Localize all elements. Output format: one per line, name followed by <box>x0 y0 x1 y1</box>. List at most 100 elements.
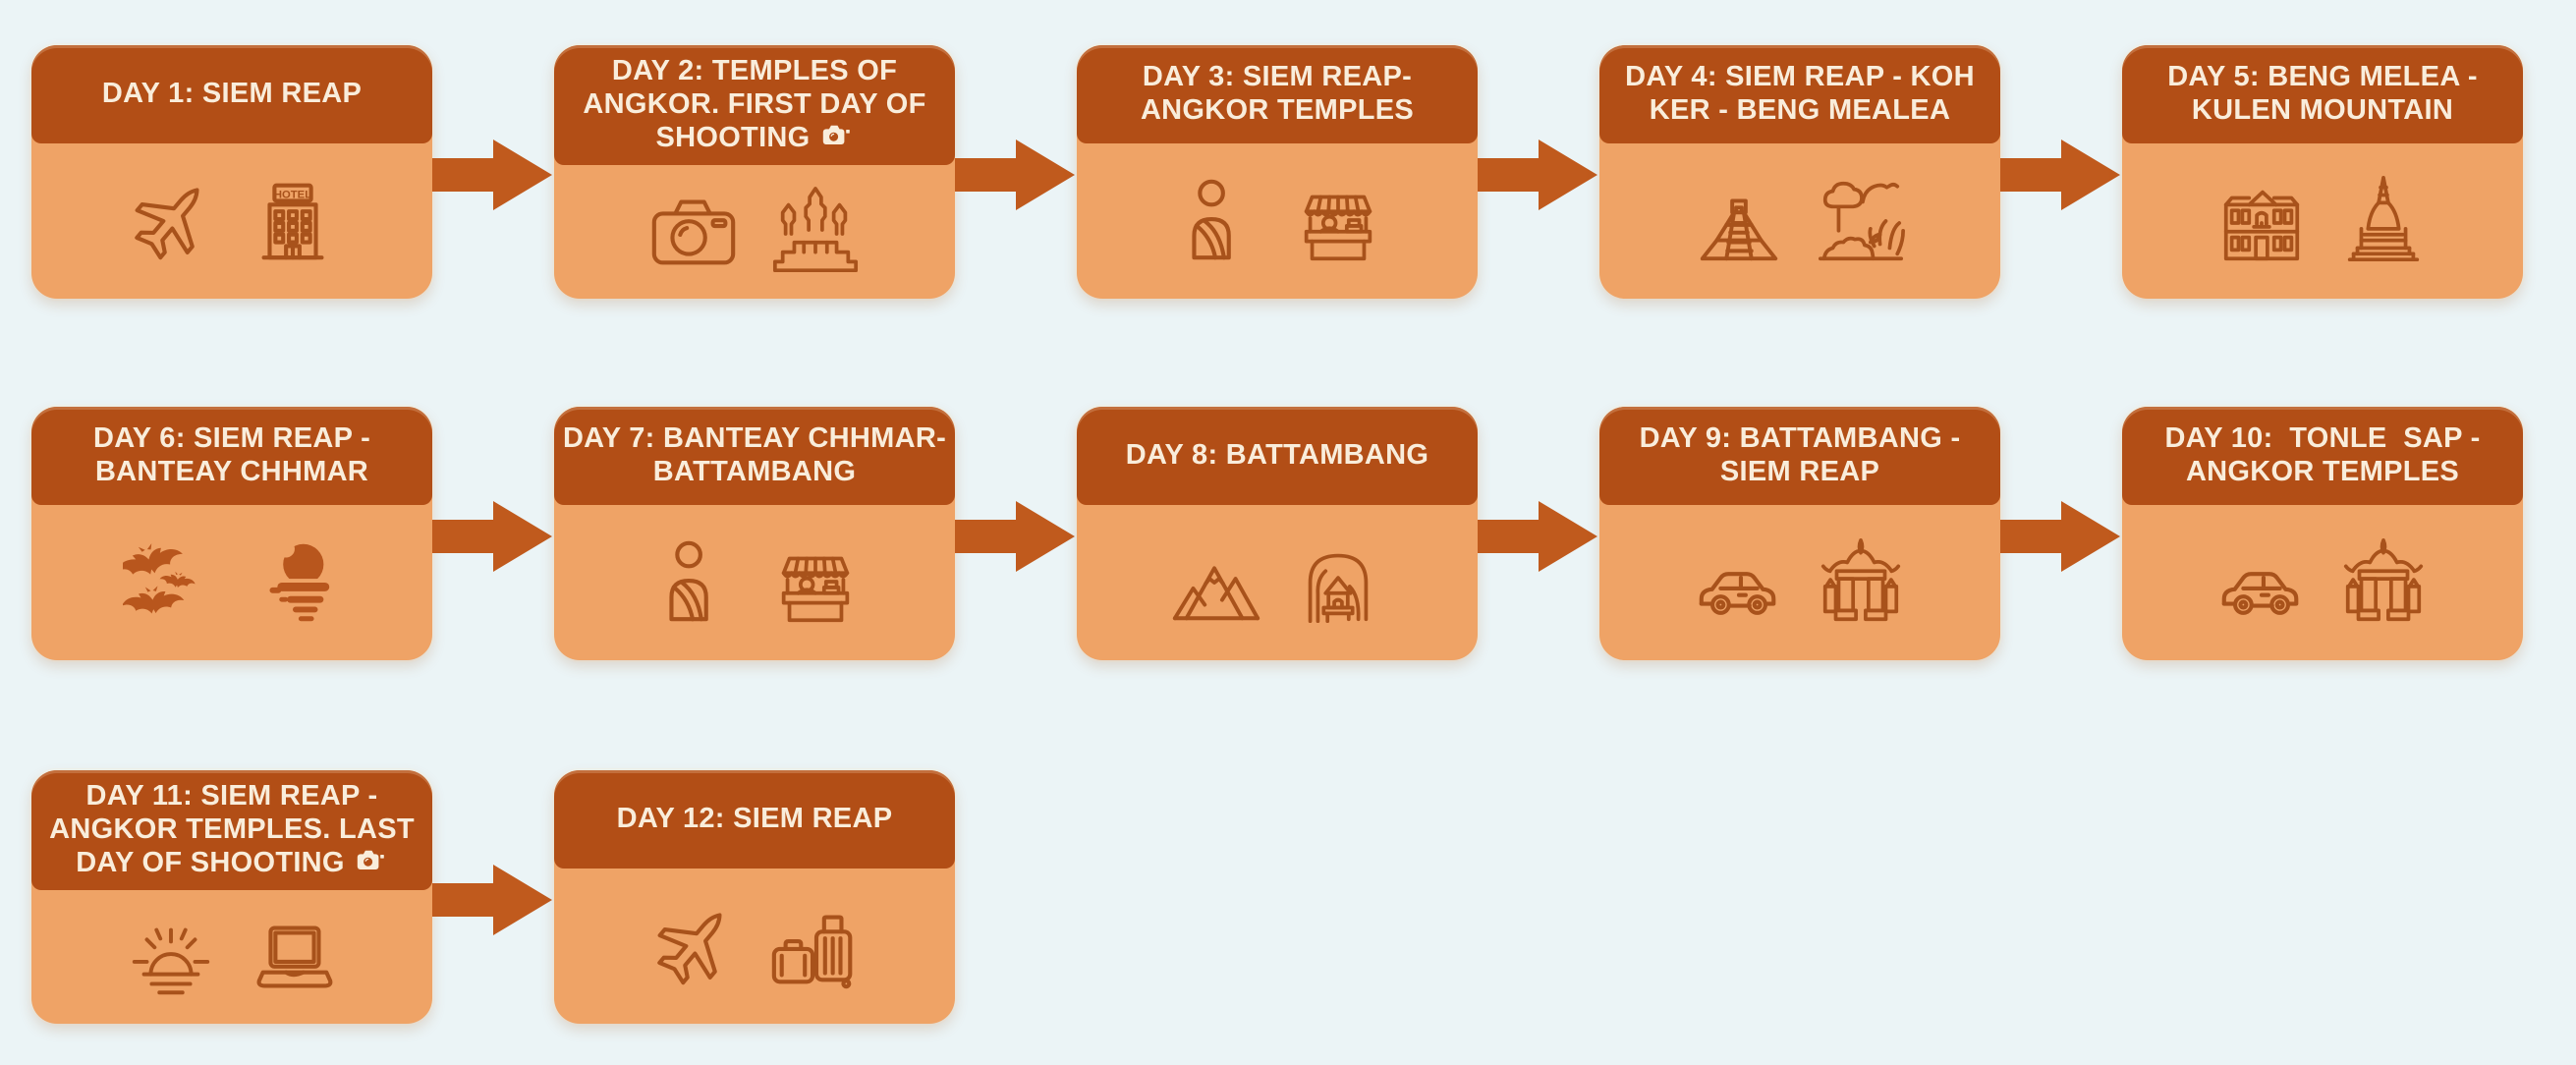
day-card-9: DAY 9: BATTAMBANG - SIEM REAP <box>1599 407 2000 660</box>
market-stall-icon <box>767 534 864 631</box>
itinerary-row-3: DAY 11: SIEM REAP - ANGKOR TEMPLES. LAST… <box>31 770 955 1024</box>
day-card-header: DAY 11: SIEM REAP - ANGKOR TEMPLES. LAST… <box>31 770 432 890</box>
day-card-11: DAY 11: SIEM REAP - ANGKOR TEMPLES. LAST… <box>31 770 432 1024</box>
day-card-body <box>554 869 955 1024</box>
day-card-header: DAY 3: SIEM REAP- ANGKOR TEMPLES <box>1077 45 1478 143</box>
flow-arrow <box>1478 407 1599 582</box>
day-title: DAY 6: SIEM REAP - BANTEAY CHHMAR <box>92 422 371 487</box>
day-title-wrap: DAY 2: TEMPLES OF ANGKOR. FIRST DAY OF S… <box>562 55 947 155</box>
day-card-header: DAY 8: BATTAMBANG <box>1077 407 1478 505</box>
day-title-wrap: DAY 6: SIEM REAP - BANTEAY CHHMAR <box>39 422 424 488</box>
day-title: DAY 10: TONLE SAP - ANGKOR TEMPLES <box>2164 422 2481 487</box>
itinerary-row-1: DAY 1: SIEM REAP DAY 2: TEMPLES OF ANGKO… <box>31 45 2523 299</box>
day-card-body <box>2122 505 2523 660</box>
day-title: DAY 5: BENG MELEA - KULEN MOUNTAIN <box>2167 61 2478 126</box>
day-card-body <box>554 505 955 660</box>
day-card-body <box>1077 143 1478 299</box>
day-title-wrap: DAY 5: BENG MELEA - KULEN MOUNTAIN <box>2130 61 2515 127</box>
day-title-wrap: DAY 10: TONLE SAP - ANGKOR TEMPLES <box>2130 422 2515 488</box>
arrow-right-icon <box>2000 140 2120 210</box>
colonial-house-icon <box>2213 173 2310 269</box>
arrow-right-icon <box>432 501 552 572</box>
day-title-wrap: DAY 11: SIEM REAP - ANGKOR TEMPLES. LAST… <box>39 780 424 880</box>
laptop-icon <box>245 909 341 1005</box>
flow-arrow <box>1478 45 1599 220</box>
day-title-wrap: DAY 9: BATTAMBANG - SIEM REAP <box>1607 422 1992 488</box>
flow-arrow <box>432 770 554 945</box>
day-title: DAY 3: SIEM REAP- ANGKOR TEMPLES <box>1140 61 1415 126</box>
day-card-body <box>1599 505 2000 660</box>
day-title: DAY 2: TEMPLES OF ANGKOR. FIRST DAY OF S… <box>583 55 926 154</box>
day-title-wrap: DAY 12: SIEM REAP <box>562 803 947 836</box>
day-card-1: DAY 1: SIEM REAP <box>31 45 432 299</box>
day-card-header: DAY 5: BENG MELEA - KULEN MOUNTAIN <box>2122 45 2523 143</box>
cave-temple-icon <box>1290 534 1386 631</box>
day-card-header: DAY 12: SIEM REAP <box>554 770 955 869</box>
day-title-wrap: DAY 1: SIEM REAP <box>39 78 424 111</box>
day-card-3: DAY 3: SIEM REAP- ANGKOR TEMPLES <box>1077 45 1478 299</box>
arrow-right-icon <box>1478 140 1597 210</box>
day-title-wrap: DAY 7: BANTEAY CHHMAR-BATTAMBANG <box>562 422 947 488</box>
day-card-body <box>31 890 432 1024</box>
day-card-header: DAY 4: SIEM REAP - KOH KER - BENG MEALEA <box>1599 45 2000 143</box>
step-pyramid-icon <box>1691 173 1787 269</box>
day-title: DAY 9: BATTAMBANG - SIEM REAP <box>1639 422 1961 487</box>
day-card-header: DAY 9: BATTAMBANG - SIEM REAP <box>1599 407 2000 505</box>
day-card-body <box>1077 505 1478 660</box>
day-card-body <box>31 505 432 660</box>
stupa-icon <box>2335 173 2432 269</box>
market-stall-icon <box>1290 173 1386 269</box>
flow-arrow <box>432 45 554 220</box>
camera-badge-icon <box>353 846 388 875</box>
day-card-header: DAY 10: TONLE SAP - ANGKOR TEMPLES <box>2122 407 2523 505</box>
arrow-right-icon <box>955 140 1075 210</box>
day-card-header: DAY 7: BANTEAY CHHMAR-BATTAMBANG <box>554 407 955 505</box>
day-card-5: DAY 5: BENG MELEA - KULEN MOUNTAIN <box>2122 45 2523 299</box>
day-card-body <box>31 143 432 299</box>
sunrise-icon <box>123 909 219 1005</box>
car-icon <box>2213 534 2310 631</box>
airplane-icon <box>645 898 742 994</box>
day-card-8: DAY 8: BATTAMBANG <box>1077 407 1478 660</box>
flow-arrow <box>2000 45 2122 220</box>
day-card-header: DAY 6: SIEM REAP - BANTEAY CHHMAR <box>31 407 432 505</box>
day-title: DAY 4: SIEM REAP - KOH KER - BENG MEALEA <box>1625 61 1975 126</box>
temple-gate-icon <box>1813 534 1909 631</box>
day-card-body <box>554 165 955 299</box>
sunset-water-icon <box>245 534 341 631</box>
bats-icon <box>123 534 219 631</box>
arrow-right-icon <box>2000 501 2120 572</box>
arrow-right-icon <box>955 501 1075 572</box>
day-title-wrap: DAY 3: SIEM REAP- ANGKOR TEMPLES <box>1085 61 1470 127</box>
day-card-body <box>2122 143 2523 299</box>
day-title-wrap: DAY 8: BATTAMBANG <box>1085 439 1470 473</box>
jungle-icon <box>1813 173 1909 269</box>
day-title-wrap: DAY 4: SIEM REAP - KOH KER - BENG MEALEA <box>1607 61 1992 127</box>
arrow-right-icon <box>1478 501 1597 572</box>
hotel-building-icon <box>245 173 341 269</box>
luggage-icon <box>767 898 864 994</box>
itinerary-row-2: DAY 6: SIEM REAP - BANTEAY CHHMAR DAY 7:… <box>31 407 2523 660</box>
flow-arrow <box>955 407 1077 582</box>
day-card-body <box>1599 143 2000 299</box>
angkor-temple-icon <box>767 184 864 280</box>
day-card-header: DAY 2: TEMPLES OF ANGKOR. FIRST DAY OF S… <box>554 45 955 165</box>
day-title: DAY 1: SIEM REAP <box>101 78 363 110</box>
day-card-12: DAY 12: SIEM REAP <box>554 770 955 1024</box>
car-icon <box>1691 534 1787 631</box>
camera-icon <box>645 184 742 280</box>
day-card-4: DAY 4: SIEM REAP - KOH KER - BENG MEALEA <box>1599 45 2000 299</box>
flow-arrow <box>432 407 554 582</box>
day-title: DAY 8: BATTAMBANG <box>1125 439 1429 472</box>
temple-gate-icon <box>2335 534 2432 631</box>
flow-arrow <box>955 45 1077 220</box>
day-card-7: DAY 7: BANTEAY CHHMAR-BATTAMBANG <box>554 407 955 660</box>
monk-icon <box>1168 173 1264 269</box>
day-card-6: DAY 6: SIEM REAP - BANTEAY CHHMAR <box>31 407 432 660</box>
mountains-icon <box>1168 534 1264 631</box>
day-title: DAY 11: SIEM REAP - ANGKOR TEMPLES. LAST… <box>49 780 415 879</box>
camera-badge-icon <box>818 121 854 150</box>
arrow-right-icon <box>432 140 552 210</box>
day-title: DAY 7: BANTEAY CHHMAR-BATTAMBANG <box>562 422 947 487</box>
